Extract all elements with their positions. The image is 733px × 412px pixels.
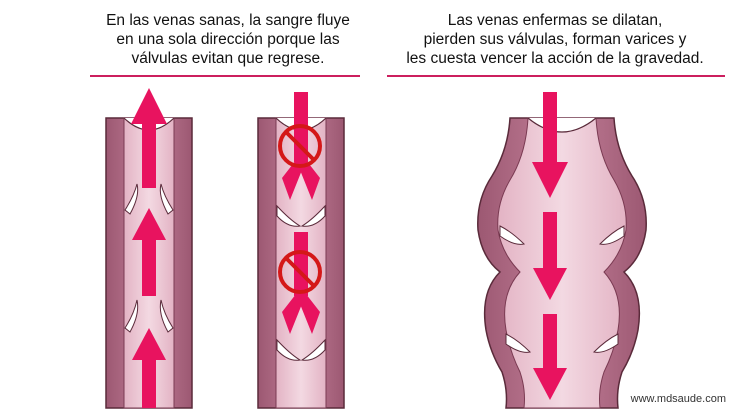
downward-flow-arrow-icon xyxy=(533,314,567,400)
caption-line: pierden sus válvulas, forman varices y xyxy=(423,31,687,48)
downward-flow-arrow-icon xyxy=(282,232,320,334)
caption-line: válvulas evitan que regrese. xyxy=(131,50,325,67)
prohibition-sign-icon xyxy=(278,124,322,168)
caption-underline xyxy=(90,75,360,77)
healthy-vein-closed xyxy=(257,92,345,409)
caption-line: les cuesta vencer la acción de la graved… xyxy=(406,50,704,67)
upward-flow-arrow-icon xyxy=(131,88,167,188)
valve-flap-icon xyxy=(276,338,326,361)
prohibition-sign-icon xyxy=(278,250,322,294)
downward-flow-arrow-icon xyxy=(533,212,567,300)
caption-line: Las venas enfermas se dilatan, xyxy=(447,12,663,29)
upward-flow-arrow-icon xyxy=(132,328,166,408)
caption-healthy-veins: En las venas sanas, la sangre fluye en u… xyxy=(78,11,378,68)
valve-flap-icon xyxy=(124,183,174,215)
valve-flap-icon xyxy=(499,225,625,245)
caption-underline xyxy=(387,75,725,77)
caption-line: En las venas sanas, la sangre fluye xyxy=(106,12,350,29)
valve-flap-icon xyxy=(276,204,326,227)
caption-diseased-veins: Las venas enfermas se dilatan, pierden s… xyxy=(380,11,730,68)
valve-flap-icon xyxy=(505,333,619,353)
downward-flow-arrow-icon xyxy=(532,92,568,198)
caption-line: en una sola dirección porque las xyxy=(116,31,340,48)
diseased-vein xyxy=(477,92,647,409)
upward-flow-arrow-icon xyxy=(132,208,166,296)
valve-flap-icon xyxy=(124,299,174,333)
healthy-vein-open xyxy=(105,88,193,409)
watermark: www.mdsaude.com xyxy=(630,393,726,405)
